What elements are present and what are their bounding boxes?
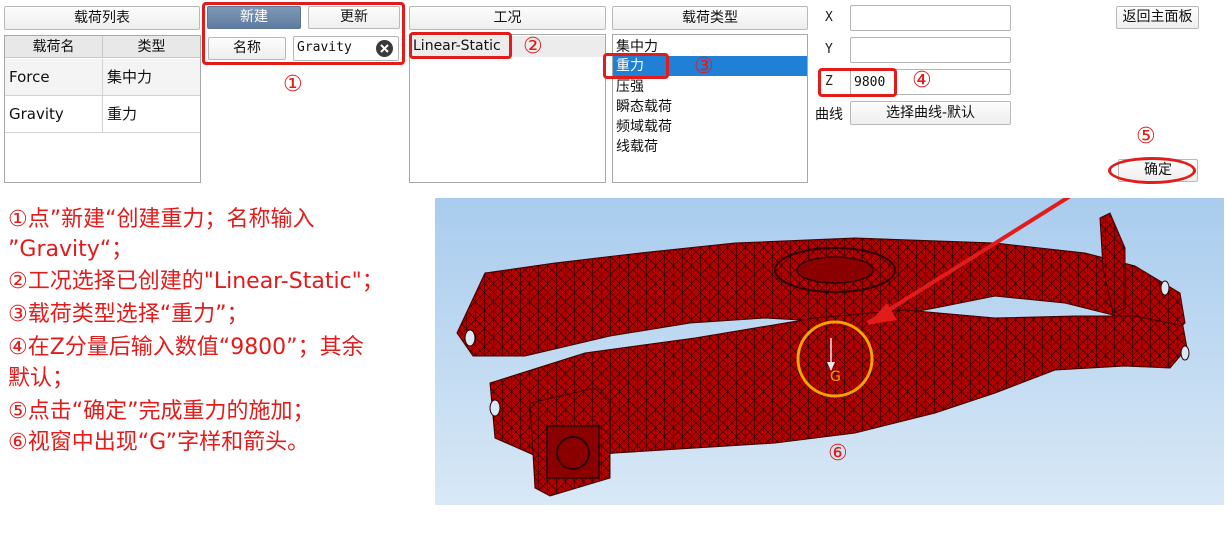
x-label: X — [825, 10, 833, 25]
load-type-item[interactable]: 集中力 — [616, 39, 658, 55]
instruction-line: ②工况选择已创建的"Linear-Static"； — [8, 269, 384, 294]
mesh-model — [456, 198, 1190, 497]
return-main-panel-button[interactable]: 返回主面板 — [1116, 6, 1199, 29]
instruction-line: ⑥视窗中出现“G”字样和箭头。 — [8, 430, 310, 455]
new-button[interactable]: 新建 — [207, 6, 301, 29]
name-input[interactable]: Gravity — [293, 36, 399, 61]
load-type-item-label: 重力 — [616, 58, 644, 74]
load-type-item[interactable]: 频域载荷 — [616, 119, 672, 135]
z-input[interactable]: 9800 — [850, 69, 1011, 95]
instruction-line: ”Gravity“； — [8, 237, 134, 262]
marker-3: ③ — [694, 54, 714, 79]
instruction-line: ③载荷类型选择“重力”； — [8, 302, 249, 327]
y-input[interactable] — [850, 37, 1011, 63]
name-input-value: Gravity — [297, 40, 352, 55]
instruction-line: 默认； — [8, 366, 75, 391]
gravity-label: G — [830, 369, 841, 385]
model-viewport[interactable]: G ⑥ — [435, 198, 1224, 505]
curve-label: 曲线 — [815, 107, 843, 123]
column-header-type[interactable]: 类型 — [137, 39, 166, 55]
instruction-line: ④在Z分量后输入数值“9800”；其余 — [8, 335, 364, 360]
instruction-line: ①点”新建“创建重力；名称输入 — [8, 207, 315, 232]
annotation-box-3 — [603, 53, 669, 79]
load-list-title: 载荷列表 — [4, 6, 200, 30]
name-label: 名称 — [208, 37, 286, 60]
annotation-box-1 — [202, 2, 405, 65]
instruction-line: ⑤点击“确定”完成重力的施加； — [8, 399, 315, 424]
table-cell-name: Gravity — [5, 96, 103, 133]
z-input-value: 9800 — [854, 75, 886, 90]
table-cell-type: 集中力 — [103, 59, 200, 96]
load-type-title: 载荷类型 — [612, 6, 808, 30]
load-type-item-selected[interactable]: 重力 — [613, 56, 807, 76]
table-header: 载荷名 类型 — [5, 36, 200, 58]
marker-6: ⑥ — [828, 441, 848, 466]
annotation-box-2 — [409, 32, 512, 59]
table-cell-name: Force — [5, 59, 103, 96]
load-type-list: 集中力 重力 压强 瞬态载荷 频域载荷 线载荷 — [612, 34, 808, 183]
load-type-item[interactable]: 瞬态载荷 — [616, 99, 672, 115]
x-input[interactable] — [850, 5, 1011, 31]
clear-icon[interactable] — [376, 40, 393, 57]
highlight-circle — [796, 320, 874, 398]
column-header-name[interactable]: 载荷名 — [5, 36, 103, 58]
load-list-table: 载荷名 类型 Force 集中力 Gravity 重力 — [4, 35, 201, 183]
annotation-box-4 — [818, 68, 897, 97]
marker-2: ② — [523, 34, 543, 59]
table-cell-type: 重力 — [103, 96, 200, 133]
table-row[interactable]: Force 集中力 — [5, 59, 200, 96]
load-type-item[interactable]: 线载荷 — [616, 139, 658, 155]
table-row[interactable]: Gravity 重力 — [5, 96, 200, 133]
marker-1: ① — [283, 72, 303, 97]
load-type-item[interactable]: 压强 — [616, 79, 644, 95]
marker-4: ④ — [912, 68, 932, 93]
condition-title: 工况 — [409, 6, 606, 30]
z-label: Z — [825, 74, 833, 89]
y-label: Y — [825, 42, 833, 57]
condition-item[interactable]: Linear-Static — [410, 36, 605, 57]
condition-item-label: Linear-Static — [413, 38, 501, 54]
select-curve-button[interactable]: 选择曲线-默认 — [850, 101, 1011, 125]
update-button[interactable]: 更新 — [308, 6, 400, 29]
annotation-ellipse-5 — [1108, 157, 1196, 184]
marker-5: ⑤ — [1136, 124, 1156, 149]
